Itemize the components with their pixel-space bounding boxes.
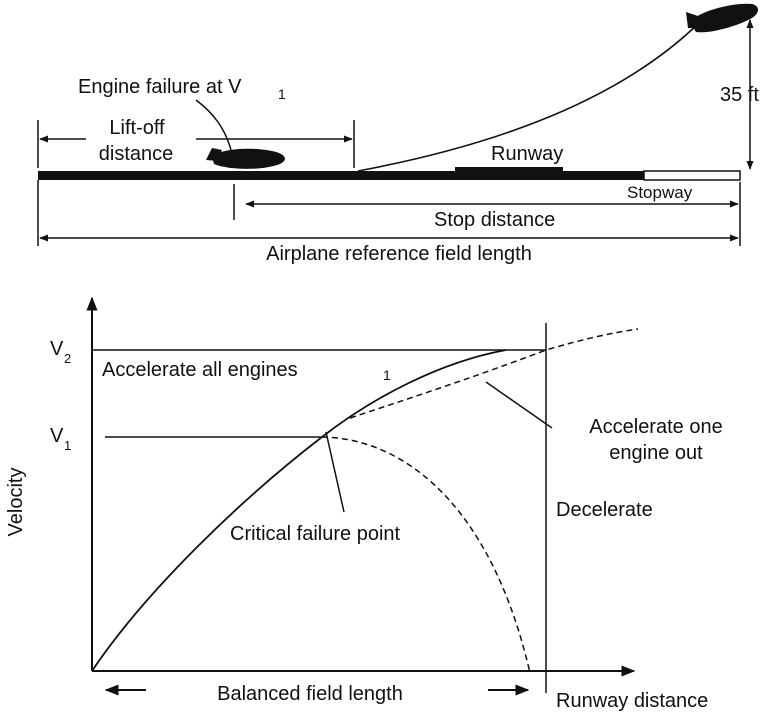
runway-label: Runway (491, 143, 563, 165)
height-label: 35 ft (720, 84, 759, 106)
accelerate-all-label: Accelerate all engines (102, 359, 298, 381)
runway-marking (455, 167, 563, 172)
runway-bar (38, 171, 644, 180)
v2-label: V (50, 338, 64, 360)
y-axis-label: Velocity (5, 468, 27, 537)
one-engine-out-curve (349, 328, 639, 419)
airplane-on-ground-icon (206, 148, 285, 169)
stop-distance-label: Stop distance (434, 209, 555, 231)
v2-subscript: 2 (64, 351, 71, 366)
engine-failure-label: Engine failure at V (78, 76, 242, 98)
critical-point-pointer (325, 431, 345, 513)
field-length-label: Airplane reference field length (266, 243, 532, 265)
stray-mark: 1 (383, 367, 391, 383)
accelerate-one-label-line1: Accelerate one (589, 416, 722, 438)
climb-path (357, 21, 701, 172)
all-engines-curve (91, 349, 507, 672)
liftoff-label-line1: Lift-off (109, 117, 165, 139)
x-axis-label: Runway distance (556, 690, 708, 712)
balanced-field-label: Balanced field length (217, 683, 403, 705)
engine-failure-pointer (195, 99, 233, 155)
velocity-graph: Velocity Runway distance V 2 V 1 Acceler… (5, 296, 723, 712)
v1-subscript: 1 (64, 438, 71, 453)
deceleration-curve (321, 436, 531, 674)
v1-label: V (50, 425, 64, 447)
decelerate-label: Decelerate (556, 499, 653, 521)
stopway-box (643, 170, 741, 181)
one-engine-pointer (485, 381, 553, 429)
runway-schematic: Engine failure at V 1 Lift-off distance … (37, 3, 759, 268)
airplane-climbing-icon (686, 3, 758, 33)
critical-point-label: Critical failure point (230, 523, 401, 545)
liftoff-label-line2: distance (99, 143, 174, 165)
stopway-label: Stopway (627, 183, 693, 202)
engine-failure-subscript: 1 (278, 86, 286, 102)
accelerate-one-label-line2: engine out (609, 442, 703, 464)
